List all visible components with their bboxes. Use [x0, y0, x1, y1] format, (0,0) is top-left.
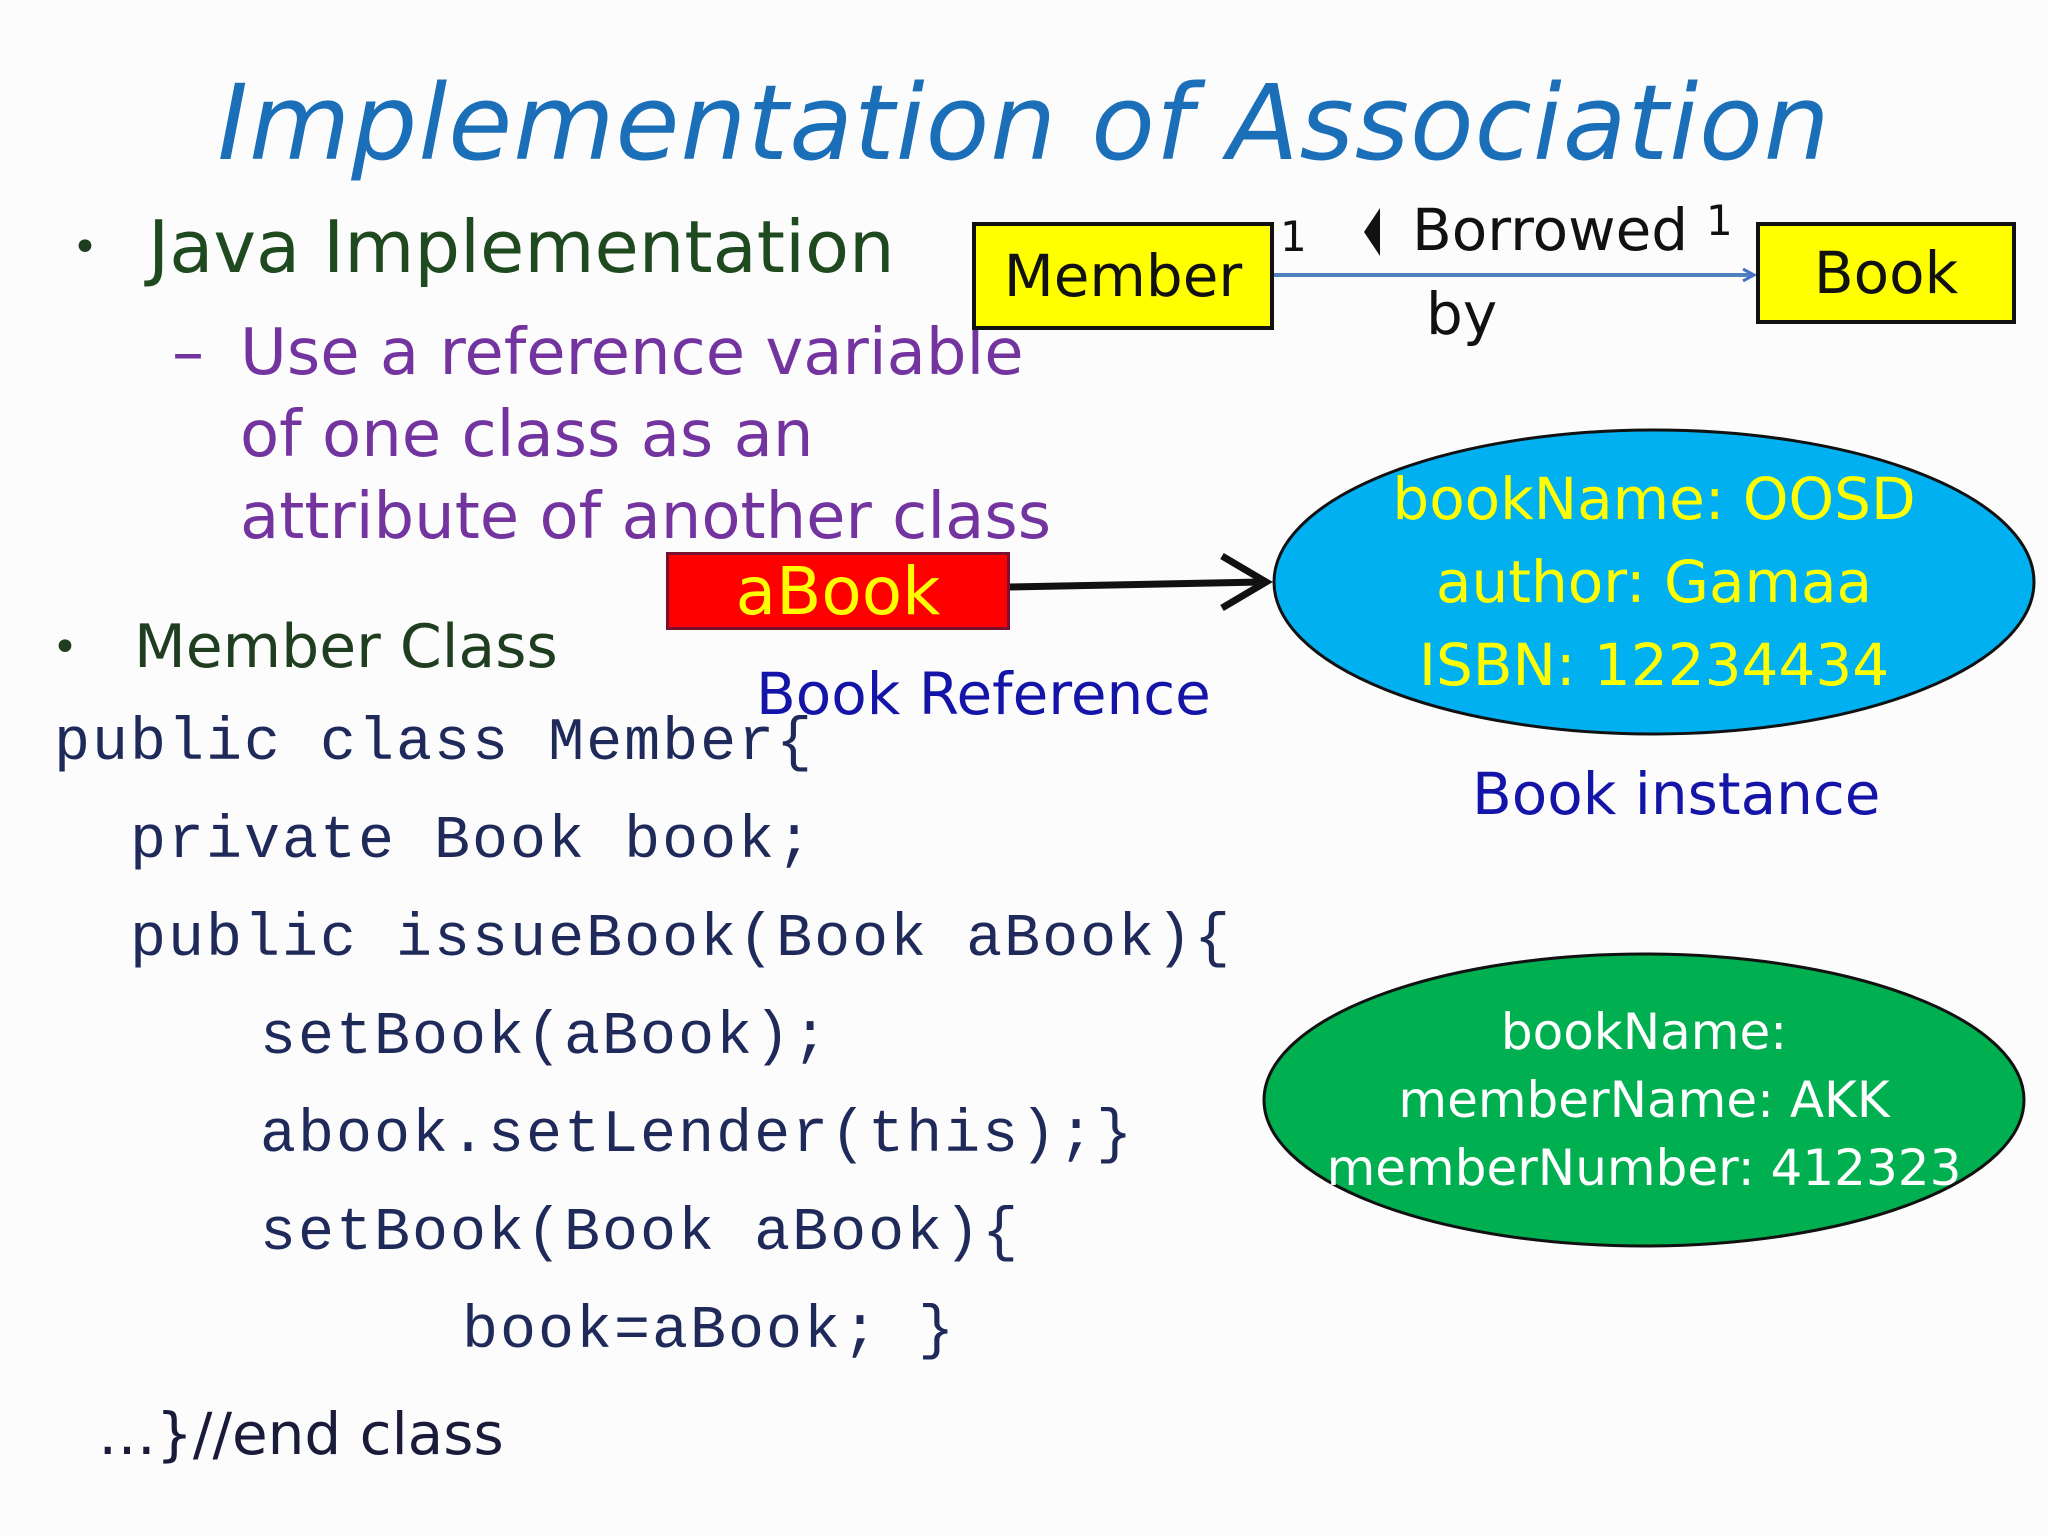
- bullet-marker: •: [52, 622, 78, 673]
- right-multiplicity: 1: [1706, 196, 1733, 245]
- reference-arrow-head-icon: [1220, 552, 1273, 612]
- book-author-field: author: Gamaa: [1435, 548, 1873, 616]
- bullet-member-class: Member Class: [134, 612, 558, 682]
- reference-arrow-shaft: [1007, 578, 1263, 591]
- member-instance-text: bookName: memberName: AKK memberNumber: …: [1264, 998, 2024, 1202]
- sub-bullet-line-2: of one class as an: [240, 398, 814, 472]
- book-name-field: bookName: OOSD: [1392, 465, 1916, 533]
- left-multiplicity: 1: [1280, 212, 1307, 261]
- end-class-comment: …}//end class: [98, 1400, 504, 1468]
- book-instance-ellipse: [1272, 428, 2036, 736]
- abook-reference-box: aBook: [666, 552, 1010, 630]
- bullet-marker: •: [72, 222, 98, 273]
- code-line-4: setBook(aBook);: [260, 1004, 831, 1072]
- sub-bullet-line-3: attribute of another class: [240, 480, 1052, 554]
- sub-bullet-dash: –: [172, 316, 204, 390]
- code-line-7: book=aBook; }: [462, 1298, 957, 1366]
- code-line-5: abook.setLender(this);}: [260, 1102, 1135, 1170]
- association-label-line-1: Borrowed: [1412, 196, 1689, 264]
- uml-class-book: Book: [1756, 222, 2016, 324]
- code-line-6: setBook(Book aBook){: [260, 1200, 1021, 1268]
- book-instance-label: Book instance: [1472, 760, 1881, 828]
- direction-triangle-icon: [1364, 208, 1380, 256]
- book-isbn-field: ISBN: 12234434: [1418, 631, 1890, 699]
- uml-class-member: Member: [972, 222, 1274, 330]
- slide-title: Implementation of Association: [217, 62, 1831, 184]
- member-book-name-field: bookName:: [1500, 1003, 1788, 1061]
- member-number-field: memberNumber: 412323: [1326, 1139, 1962, 1197]
- book-instance-text: bookName: OOSD author: Gamaa ISBN: 12234…: [1274, 458, 2034, 707]
- book-reference-label: Book Reference: [756, 660, 1211, 728]
- sub-bullet-line-1: Use a reference variable: [240, 316, 1024, 390]
- member-name-field: memberName: AKK: [1398, 1071, 1890, 1129]
- member-instance-ellipse: [1262, 952, 2026, 1248]
- code-line-2: private Book book;: [130, 808, 815, 876]
- association-label-line-2: by: [1426, 280, 1498, 348]
- bullet-java-implementation: Java Implementation: [148, 205, 895, 289]
- code-line-1: public class Member{: [54, 710, 815, 778]
- code-line-3: public issueBook(Book aBook){: [130, 906, 1233, 974]
